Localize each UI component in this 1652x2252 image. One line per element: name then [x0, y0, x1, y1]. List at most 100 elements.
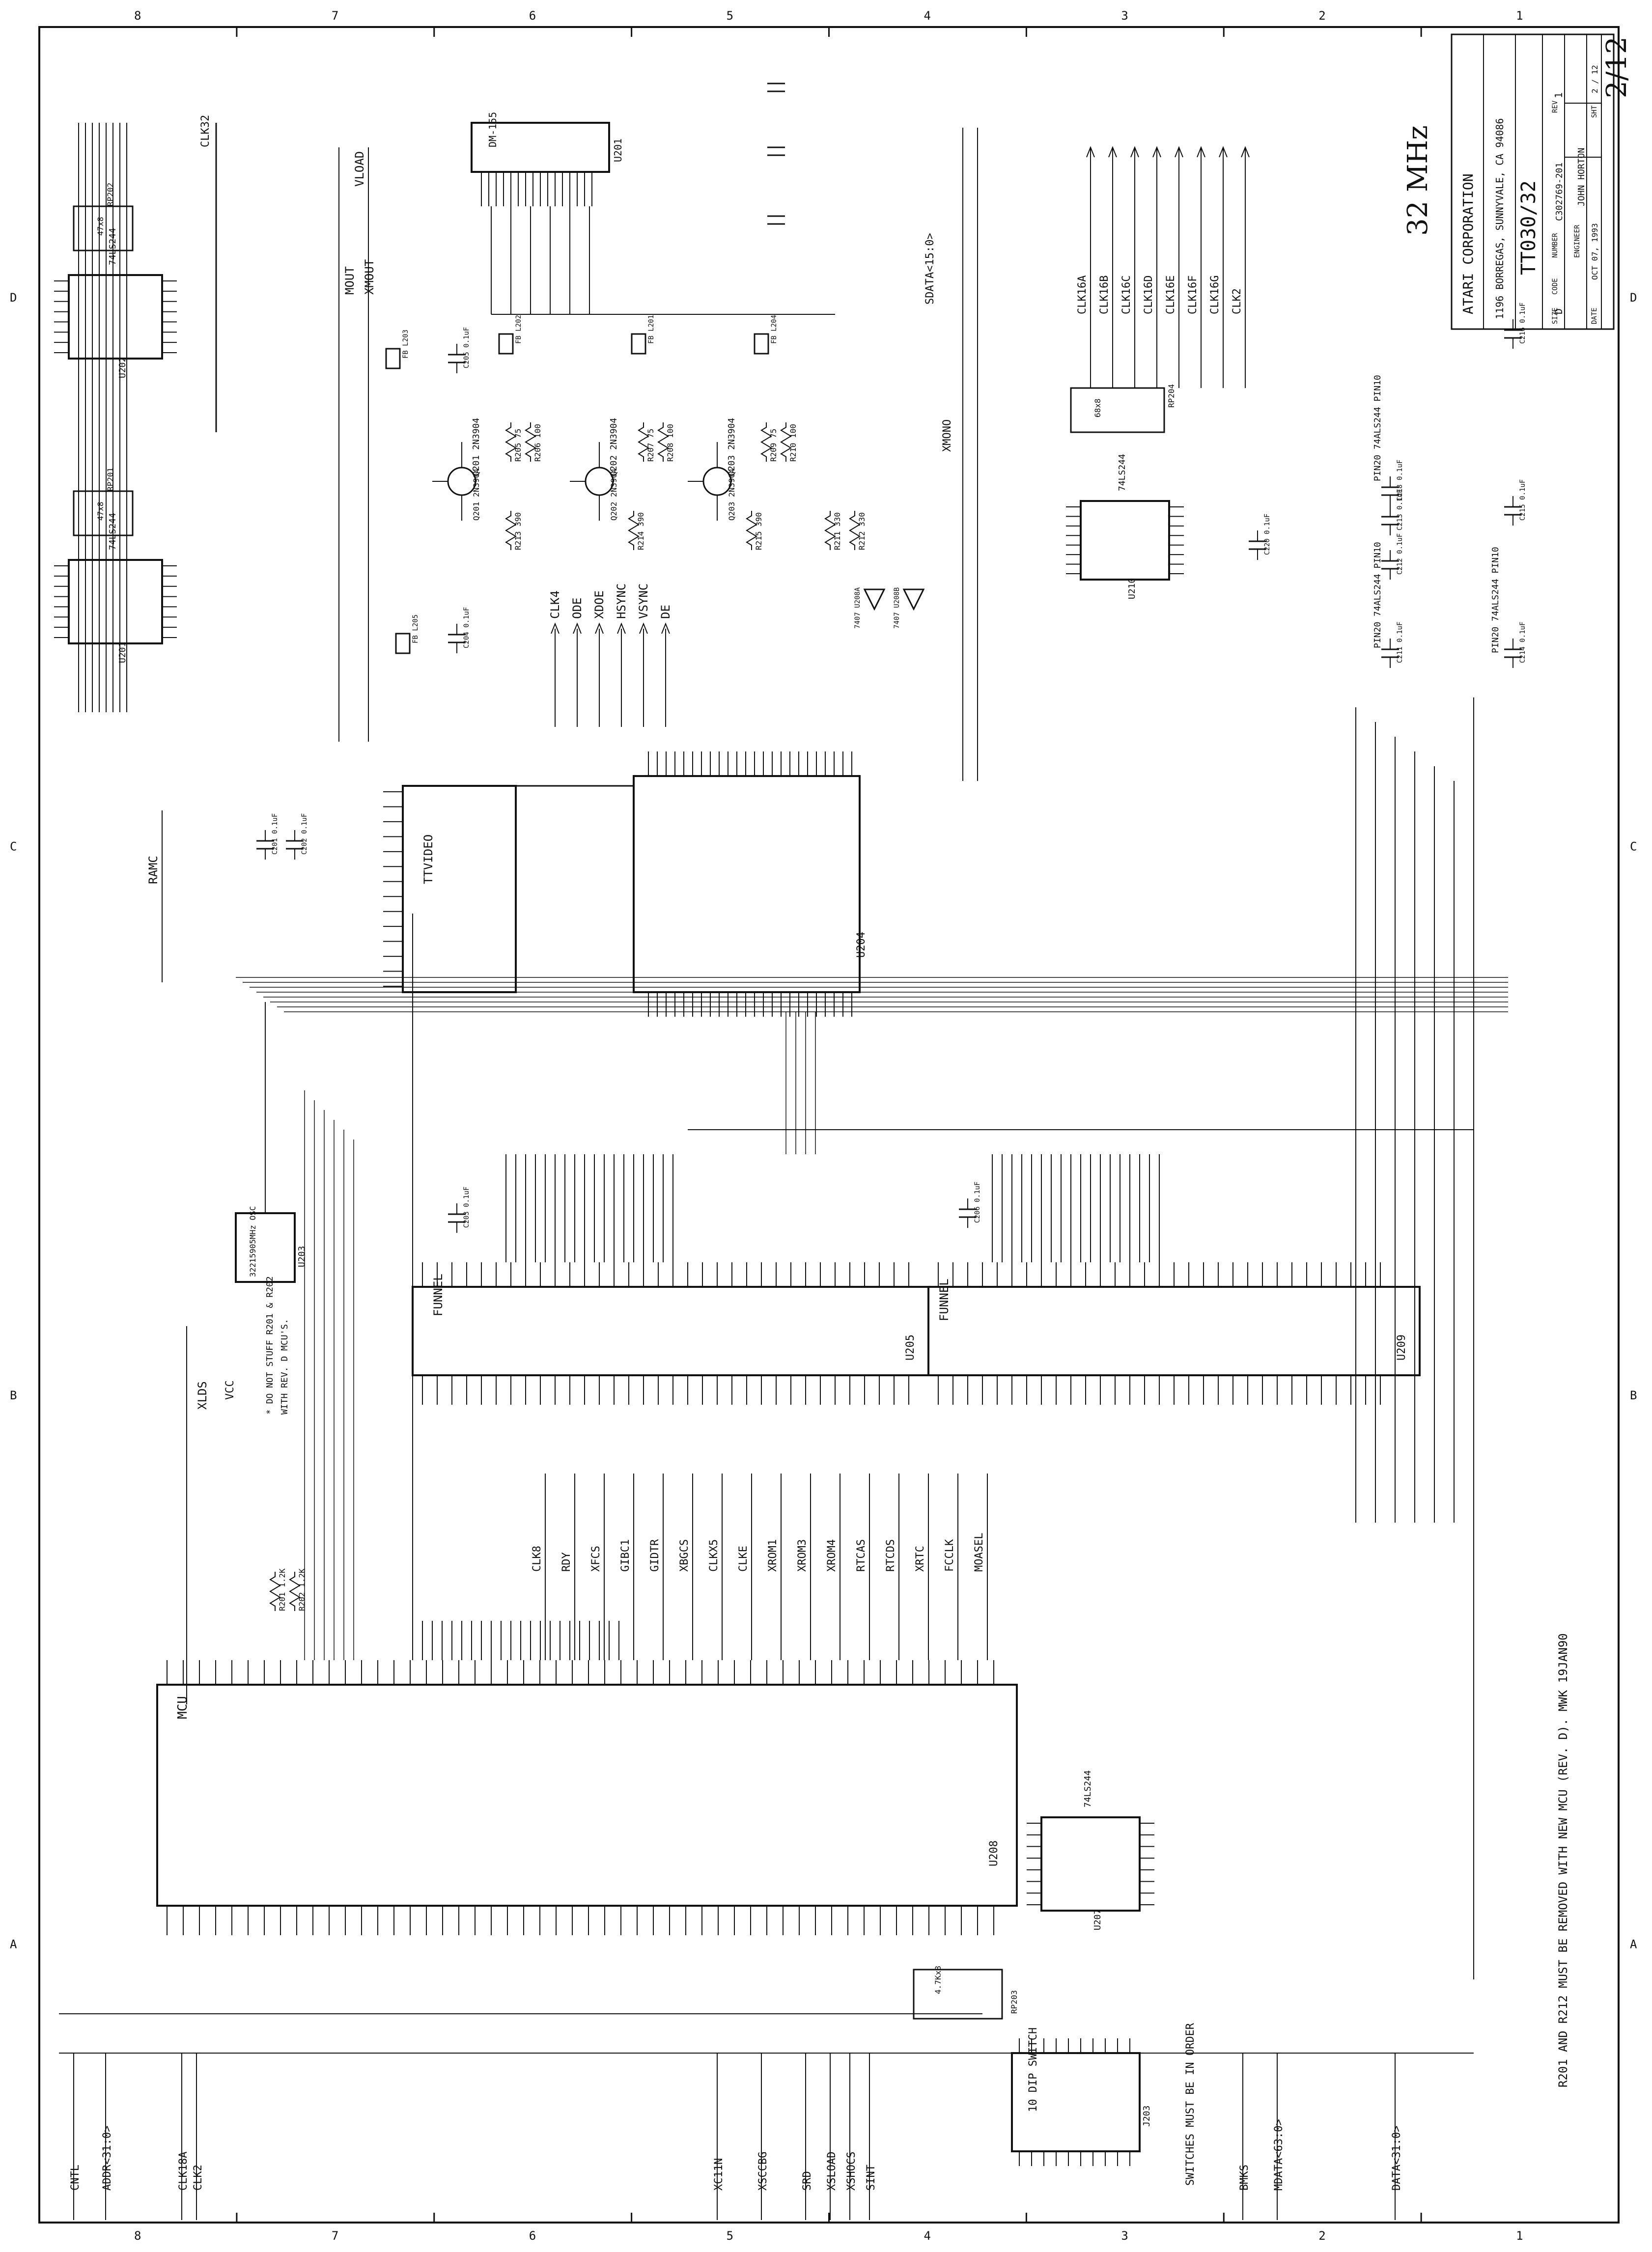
dip-ref: J203 — [1142, 2106, 1152, 2127]
zone-col-top: 7 — [332, 9, 338, 23]
buffer-name: 74LS244 — [108, 513, 118, 550]
mid-signal: GIBC1 — [619, 1539, 632, 1572]
gate-label: 7407 U208A — [854, 587, 862, 629]
mid-signal: XBGCS — [678, 1539, 691, 1572]
buffer-buf_u207 — [1040, 1816, 1141, 1912]
rp-ref: RP202 — [106, 183, 115, 206]
buffer-ref: U201 — [117, 642, 128, 663]
osc-name: 32215905MHz OSC — [248, 1206, 257, 1278]
buffer-gate-icon — [902, 588, 925, 611]
ferrite-bead — [754, 333, 769, 355]
vload-label: VLOAD — [353, 151, 366, 187]
buffer-buf_u201 — [68, 559, 163, 644]
rp202 — [73, 205, 134, 251]
mid-signal: XFCS — [590, 1546, 602, 1572]
bus-label: MDATA<63:0> — [1273, 2119, 1285, 2191]
clock-output: CLK2 — [1231, 288, 1243, 314]
bus-label: DATA<31:0> — [1391, 2126, 1403, 2191]
cap-label: C212 0.1uF — [1396, 533, 1404, 575]
ramc-label: XLDS — [196, 1381, 209, 1410]
mout-label: MOUT — [343, 266, 357, 295]
rp-ref: RP204 — [1167, 384, 1176, 408]
company-address: 1196 BORREGAS, SUNNYVALE, CA 94086 — [1494, 118, 1506, 319]
arrow-icon — [639, 622, 648, 634]
size-label: SIZE — [1551, 307, 1559, 324]
resistor-symbol — [760, 422, 772, 462]
rev-value: 1 — [1553, 92, 1565, 98]
buffer-ref: U207 — [1092, 1909, 1103, 1930]
note-dont-stuff: WITH REV. D MCU'S. — [280, 1319, 290, 1415]
arrow-icon — [573, 622, 582, 634]
arrow-icon — [661, 622, 670, 634]
resistor-label: R213 390 — [513, 512, 523, 550]
dm155-name: DM-155 — [487, 112, 499, 147]
resistor-label: R201 1.2K — [278, 1568, 287, 1611]
schematic-drawing — [38, 26, 1620, 2224]
buffer-name: 74LS244 — [108, 228, 118, 265]
cap-label: C205 0.1uF — [463, 327, 471, 368]
resistor-symbol — [657, 422, 669, 462]
resistor-symbol — [269, 1572, 281, 1611]
cap-label: C220 0.1uF — [1263, 514, 1271, 555]
zone-col-top: 1 — [1516, 9, 1523, 23]
resistor-symbol — [505, 511, 517, 550]
rp-name: 68x8 — [1093, 398, 1102, 417]
cap-label: C206 0.1uF — [974, 1182, 981, 1223]
ttvideo-ref: U204 — [855, 932, 868, 958]
funnel-name: FUNNEL — [937, 1279, 951, 1321]
resistor-symbol — [824, 511, 836, 550]
arrow-icon — [1175, 146, 1183, 158]
engineer-label: ENGINEER — [1573, 224, 1581, 258]
ferrite-bead — [395, 633, 411, 654]
zone-col-bottom: 2 — [1318, 2229, 1325, 2243]
output-signal: ODE — [570, 598, 584, 619]
transistor-label: Q203 2N3904 — [727, 418, 737, 476]
clock-output: CLK16G — [1209, 276, 1221, 314]
osc-ref: U203 — [297, 1246, 307, 1267]
rcntl-label: CLK32 — [199, 115, 212, 147]
transistor-label: Q201 2N3904 — [472, 469, 481, 521]
output-signal: VSYNC — [637, 584, 650, 619]
rp-name: 47x8 — [96, 501, 105, 521]
bus-label: XC11N — [713, 2158, 725, 2191]
ferrite-label: FB L202 — [515, 315, 523, 344]
resistor-symbol — [289, 1572, 301, 1611]
bus-label: SINT — [865, 2165, 877, 2191]
mcu-u208 — [156, 1684, 1018, 1907]
resistor-label: R209 75 — [769, 429, 778, 462]
zone-col-top: 6 — [529, 9, 536, 23]
dm155-ref: U201 — [612, 139, 624, 162]
bus-label: BMKS — [1238, 2165, 1251, 2191]
buffer-buf_u210 — [1080, 500, 1170, 581]
resistor-symbol — [780, 422, 792, 462]
output-signal: CLK4 — [548, 590, 562, 619]
cap-label: C203 0.1uF — [463, 1187, 471, 1228]
ferrite-label: FB L203 — [402, 330, 410, 359]
note-dont-stuff: * DO NOT STUFF R201 & R202 — [265, 1276, 275, 1415]
transistor-label: Q201 2N3904 — [471, 418, 481, 476]
resistor-label: R205 75 — [513, 429, 523, 462]
resistor-label: R215 390 — [754, 512, 763, 550]
cap-label: C214 0.1uF — [1519, 622, 1527, 663]
output-signal: XDOE — [592, 590, 606, 619]
arrow-icon — [1130, 146, 1139, 158]
bus-label: SRD — [801, 2171, 813, 2191]
resistor-label: R206 100 — [533, 424, 542, 462]
date-value: OCT 07, 1993 — [1590, 223, 1599, 280]
mid-signal: XROM1 — [767, 1539, 779, 1572]
resistor-symbol — [628, 511, 640, 550]
ferrite-bead — [498, 333, 514, 355]
cap-label: C213 0.1uF — [1396, 489, 1404, 530]
date-label: DATE — [1591, 307, 1598, 324]
ferrite-label: FB L201 — [647, 315, 655, 344]
zone-row-right: B — [1630, 1389, 1637, 1402]
rev-label: REV — [1551, 100, 1559, 113]
dip-name: 10 DIP SWITCH — [1027, 2028, 1039, 2112]
cap-label: C201 0.1uF — [271, 813, 279, 855]
resistor-label: R207 75 — [646, 429, 655, 462]
buffer-ref: U202 — [117, 357, 128, 378]
sdata-label: SDATA<15:0> — [924, 233, 936, 305]
zone-col-bottom: 8 — [134, 2229, 141, 2243]
rp-name: 4.7Kx8 — [933, 1966, 943, 1994]
size-value: D — [1553, 308, 1565, 314]
